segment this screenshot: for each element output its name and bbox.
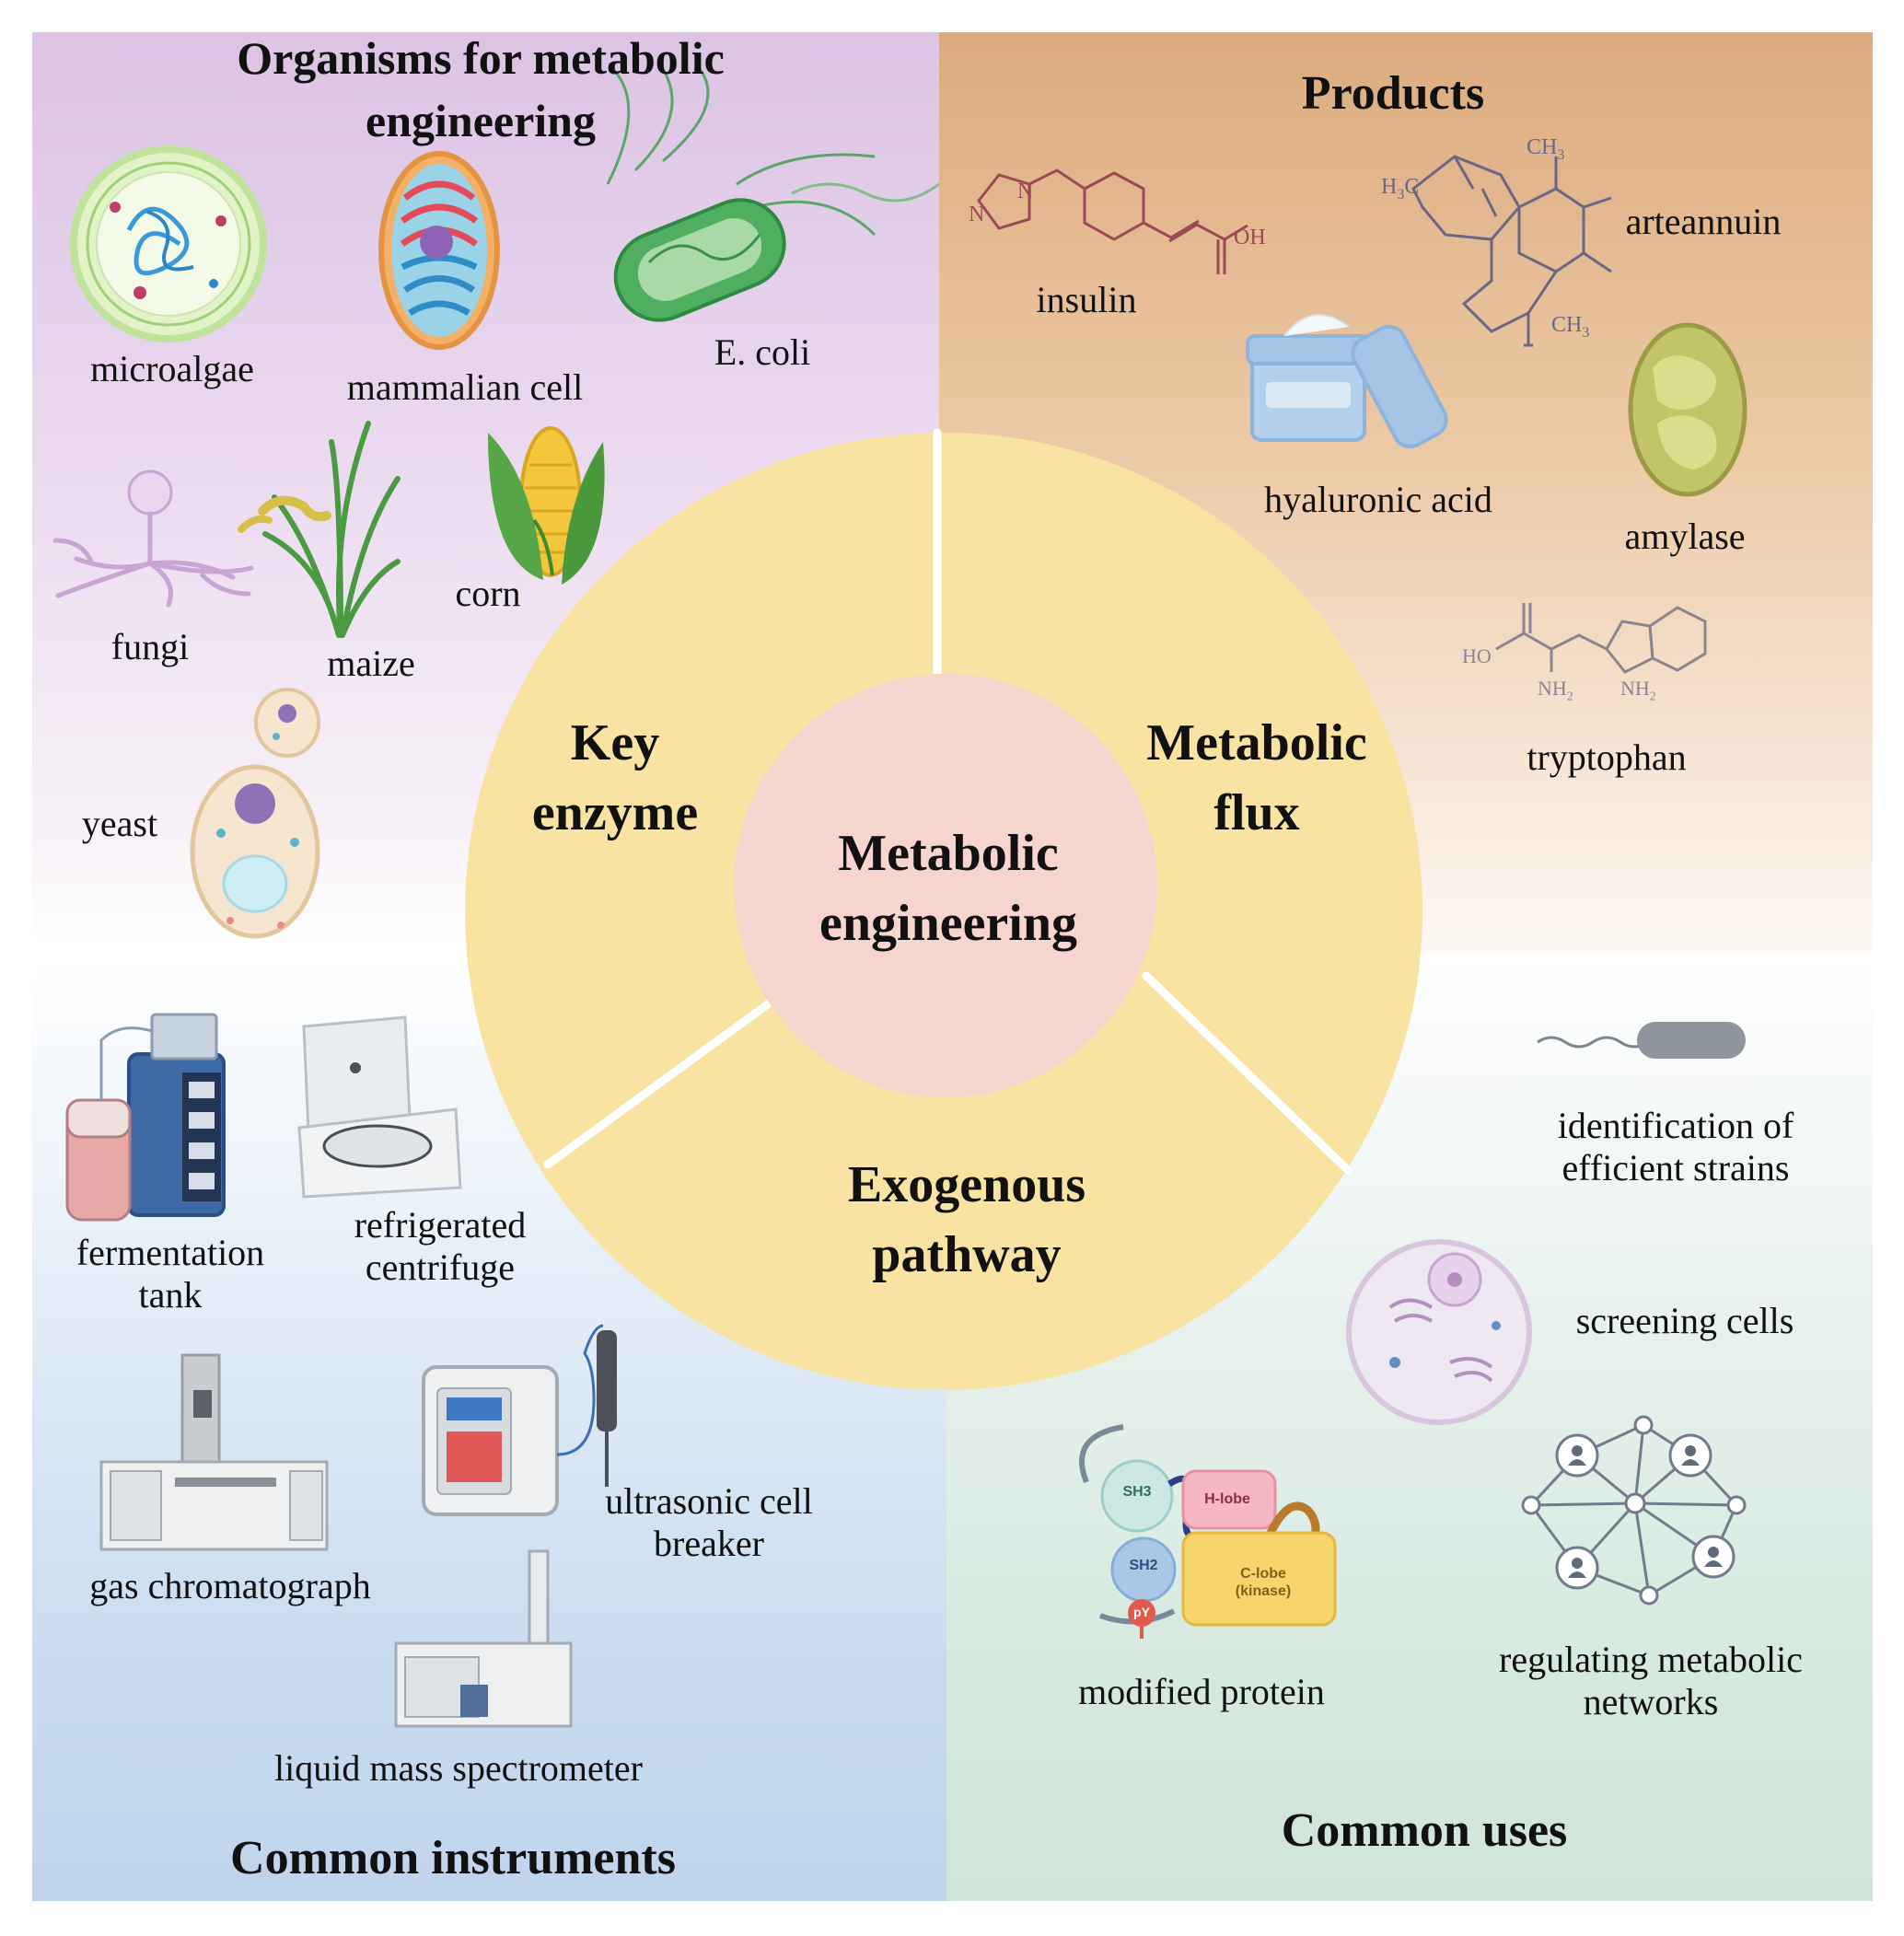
yeast-icon — [190, 688, 320, 939]
fermentation-tank-label: fermentation tank — [76, 1232, 264, 1316]
instruments-title: Common instruments — [230, 1832, 676, 1884]
py-label: pY — [1133, 1605, 1150, 1619]
h-lobe-label: H-lobe — [1204, 1491, 1250, 1507]
fermentation-tank-line1: fermentation — [75, 1232, 265, 1273]
ring-separators — [543, 428, 1353, 1176]
gas-chromatograph-icon — [99, 1353, 329, 1551]
amylase-label: amylase — [1624, 516, 1746, 557]
screening-cell-icon — [1346, 1239, 1532, 1425]
fermentation-tank-line2: tank — [138, 1274, 203, 1316]
metabolic-flux-label: Metabolic flux — [1146, 709, 1366, 848]
yeast-label: yeast — [81, 803, 158, 844]
amylase-icon — [1628, 322, 1747, 497]
arteannuin-h3c: H3C — [1381, 175, 1420, 203]
exogenous-pathway-label: Exogenous pathway — [848, 1151, 1086, 1290]
c-lobe-line1: C-lobe — [1240, 1566, 1286, 1582]
tryptophan-label: tryptophan — [1527, 736, 1687, 778]
core-title-line2: engineering — [819, 894, 1077, 952]
organisms-title: Organisms for metabolic engineering — [237, 28, 725, 152]
organisms-title-line1: Organisms for metabolic — [237, 32, 725, 84]
regulating-label: regulating metabolic networks — [1499, 1639, 1803, 1723]
arteannuin-label: arteannuin — [1625, 201, 1782, 242]
corn-icon — [488, 426, 605, 585]
ultrasonic-cell-breaker-line2: breaker — [654, 1523, 764, 1564]
identification-line1: identification of — [1557, 1105, 1794, 1146]
core-circle — [734, 674, 1157, 1097]
insulin-oh: OH — [1234, 226, 1266, 249]
modified-protein-icon — [1079, 1424, 1337, 1639]
liquid-mass-spectrometer-icon — [394, 1549, 573, 1728]
sh2-label: SH2 — [1129, 1558, 1158, 1573]
metabolic-flux-line2: flux — [1213, 783, 1300, 841]
hyaluronic-acid-icon — [1246, 314, 1448, 449]
tryptophan-nh2-a: NH2 — [1538, 677, 1573, 704]
tryptophan-ho: HO — [1462, 644, 1492, 667]
exogenous-pathway-line2: pathway — [872, 1225, 1062, 1283]
c-lobe-line2: (kinase) — [1235, 1583, 1292, 1600]
uses-title: Common uses — [1281, 1804, 1568, 1857]
key-enzyme-label: Key enzyme — [532, 709, 698, 848]
sh3-label: SH3 — [1122, 1484, 1152, 1500]
fungi-icon — [52, 470, 254, 608]
hyaluronic-acid-label: hyaluronic acid — [1264, 479, 1492, 520]
maize-label: maize — [327, 643, 415, 684]
insulin-n1: N — [969, 203, 985, 226]
ultrasonic-cell-breaker-icon — [422, 1324, 617, 1516]
key-enzyme-line2: enzyme — [531, 783, 699, 841]
exogenous-pathway-line1: Exogenous — [847, 1156, 1086, 1213]
insulin-structure-icon — [977, 168, 1248, 274]
gas-chromatograph-label: gas chromatograph — [89, 1565, 371, 1606]
refrigerated-centrifuge-label: refrigerated centrifuge — [354, 1204, 527, 1289]
identification-line2: efficient strains — [1562, 1147, 1790, 1188]
fermentation-tank-icon — [65, 1013, 226, 1222]
regulating-line1: regulating metabolic — [1499, 1639, 1803, 1680]
screening-cells-label: screening cells — [1575, 1300, 1794, 1341]
organisms-title-line2: engineering — [366, 94, 596, 146]
arteannuin-ch3-bottom: CH3 — [1551, 313, 1590, 341]
insulin-label: insulin — [1036, 279, 1137, 320]
maize-icon — [238, 421, 401, 638]
tryptophan-nh2-b: NH2 — [1620, 677, 1656, 704]
microalgae-icon — [70, 145, 267, 342]
key-enzyme-line1: Key — [570, 714, 660, 771]
regulating-line2: networks — [1583, 1681, 1719, 1722]
ultrasonic-cell-breaker-line1: ultrasonic cell — [605, 1480, 813, 1522]
tryptophan-structure-icon — [1495, 603, 1707, 674]
core-title-line1: Metabolic — [838, 825, 1059, 882]
liquid-mass-spectrometer-label: liquid mass spectrometer — [274, 1747, 643, 1789]
mammalian-cell-icon — [378, 151, 500, 350]
network-icon — [1521, 1415, 1747, 1606]
refrigerated-centrifuge-icon — [297, 1015, 462, 1199]
core-title: Metabolic engineering — [819, 819, 1077, 958]
ecoli-icon — [606, 68, 940, 322]
arteannuin-structure-icon — [1411, 155, 1612, 347]
insulin-n2: N — [1017, 180, 1034, 203]
mammalian-cell-label: mammalian cell — [346, 366, 584, 408]
fungi-label: fungi — [110, 626, 190, 667]
metabolic-flux-line1: Metabolic — [1146, 714, 1367, 771]
bacterium-icon — [1537, 1022, 1746, 1059]
corn-label: corn — [455, 573, 521, 614]
arteannuin-ch3-top: CH3 — [1527, 135, 1565, 163]
identification-label: identification of efficient strains — [1558, 1105, 1794, 1189]
refrigerated-centrifuge-line2: centrifuge — [365, 1246, 516, 1288]
ecoli-label: E. coli — [714, 331, 811, 373]
c-lobe-label: C-lobe (kinase) — [1236, 1565, 1291, 1600]
modified-protein-label: modified protein — [1078, 1671, 1325, 1712]
microalgae-label: microalgae — [90, 348, 254, 389]
refrigerated-centrifuge-line1: refrigerated — [354, 1204, 527, 1246]
products-title: Products — [1301, 67, 1485, 120]
ultrasonic-cell-breaker-label: ultrasonic cell breaker — [605, 1480, 812, 1565]
